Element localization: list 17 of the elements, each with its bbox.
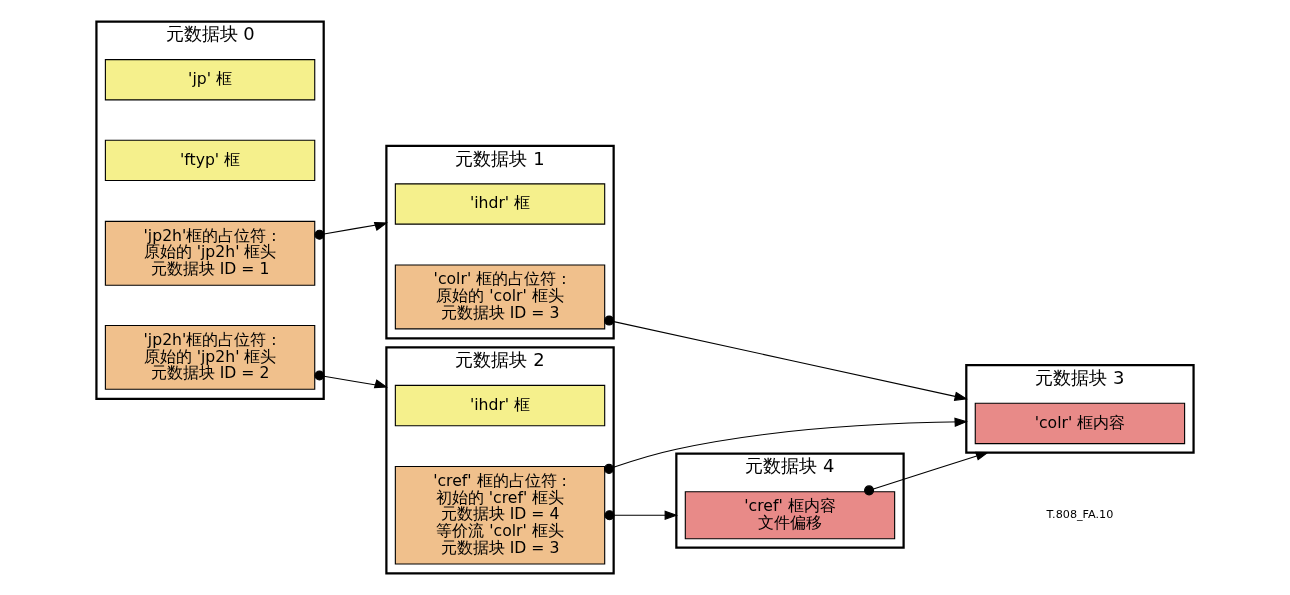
node-box: 'jp2h'框的占位符 : 原始的 'jp2h' 框头 元数据块 ID = 1	[104, 220, 316, 286]
arrow	[314, 221, 388, 240]
node-box: 'colr' 框内容	[974, 402, 1186, 445]
node-box: 'colr' 框的占位符 : 原始的 'colr' 框头 元数据块 ID = 3	[394, 264, 606, 330]
arrow	[864, 451, 990, 496]
node-box: 'ftyp' 框	[104, 139, 316, 182]
arrow	[604, 315, 968, 401]
node-box: 'cref' 框的占位符 : 初始的 'cref' 框头 元数据块 ID = 4 等价流 'colr' 框头 元数据块 ID = 3	[394, 466, 606, 565]
arrow	[314, 370, 388, 389]
node-box: 'ihdr' 框	[394, 384, 606, 427]
node-box: 'cref' 框内容 文件偏移	[684, 491, 896, 540]
arrow	[603, 417, 968, 474]
node-box: 'jp' 框	[104, 59, 316, 101]
arrow	[604, 510, 679, 521]
node-box: 'jp2h'框的占位符 : 原始的 'jp2h' 框头 元数据块 ID = 2	[104, 324, 316, 390]
label: T.808_FA.10	[1046, 508, 1114, 522]
node-box: 'ihdr' 框	[394, 183, 606, 225]
